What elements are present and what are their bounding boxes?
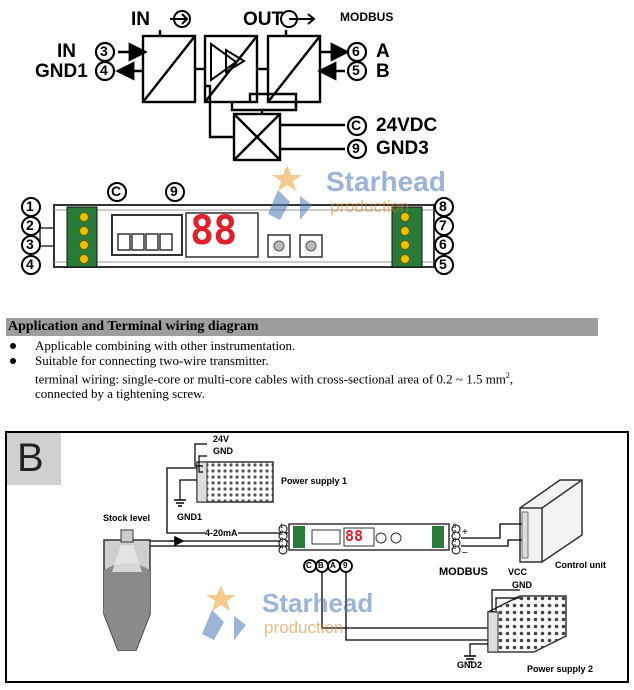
terminal-num-5: 5	[352, 62, 360, 78]
mini-display: 88	[345, 527, 364, 545]
mini-term-c: C	[306, 561, 312, 570]
in-terminal-label: IN	[57, 41, 76, 62]
section-title: Application and Terminal wiring diagram	[8, 319, 259, 334]
out-symbol-icon	[280, 10, 316, 28]
device-num-6: 6	[439, 236, 447, 252]
signal-label: 4-20mA	[205, 528, 238, 538]
bullet-text: Applicable combining with other instrume…	[35, 338, 296, 353]
24vdc-label: 24VDC	[376, 115, 438, 136]
wiring-superscript: 2	[505, 371, 510, 380]
ps2-gnd-label: GND	[512, 580, 532, 590]
bullet-item: Suitable for connecting two-wire transmi…	[8, 353, 608, 368]
device-num-5: 5	[439, 256, 447, 272]
plus-sign: +	[462, 527, 468, 538]
terminal-num-9: 9	[352, 140, 360, 156]
device-mini-number-circles	[278, 524, 461, 555]
wiring-note-2: connected by a tightening screw.	[35, 386, 205, 402]
control-unit-label: Control unit	[555, 560, 606, 570]
mini-num-7: 7	[453, 531, 457, 537]
watermark-sub-bottom: production	[264, 618, 344, 637]
mini-term-a: A	[330, 561, 336, 570]
out-heading: OUT	[243, 9, 284, 30]
device-mini	[288, 523, 450, 551]
wiring-text: terminal wiring: single-core or multi-co…	[35, 371, 506, 387]
block-diagram	[115, 30, 350, 162]
device-num-c: C	[111, 183, 122, 199]
minus-sign: −	[462, 548, 468, 559]
vcc-label: VCC	[508, 567, 528, 577]
ps1-label: Power supply 1	[281, 476, 348, 486]
badge-b: B	[17, 436, 44, 480]
wiring-comma: ,	[509, 371, 514, 387]
terminal-num-4: 4	[100, 62, 108, 78]
device-front-view	[39, 204, 435, 268]
watermark-sub-top: production	[330, 197, 410, 216]
bullet-item: Applicable combining with other instrume…	[8, 338, 608, 353]
bullet-text: Suitable for connecting two-wire transmi…	[35, 353, 269, 368]
b-terminal-label: B	[376, 61, 390, 82]
mini-num-3: 3	[280, 538, 284, 544]
power-supply-2	[464, 589, 567, 663]
ps1-gnd: GND	[213, 446, 233, 456]
device-num-2: 2	[26, 217, 34, 233]
modbus-label: MODBUS	[439, 566, 488, 578]
terminal-num-6: 6	[352, 43, 360, 59]
device-num-1: 1	[26, 198, 34, 214]
section-title-bar	[6, 318, 598, 336]
device-num-4: 4	[26, 256, 34, 272]
watermark-brand-bottom: Starhead	[262, 588, 374, 618]
power-supply-1	[174, 443, 274, 507]
gnd2-label: GND2	[457, 660, 483, 670]
device-num-3: 3	[26, 236, 34, 252]
wiring-note: terminal wiring: single-core or multi-co…	[8, 368, 608, 386]
mini-num-4: 4	[280, 545, 284, 551]
device-num-9: 9	[170, 183, 178, 199]
section-bullets: Applicable combining with other instrume…	[8, 338, 608, 401]
a-terminal-label: A	[376, 41, 390, 62]
gnd1-label: GND1	[177, 512, 203, 522]
badge-b-background	[7, 433, 61, 485]
watermark-logo-top	[268, 165, 312, 220]
top-terminal-circles	[94, 41, 368, 160]
device-num-8: 8	[439, 198, 447, 214]
in-symbol-icon	[170, 10, 191, 28]
gnd3-label: GND3	[376, 138, 429, 159]
ps1-voltage: 24V	[213, 434, 230, 444]
mini-num-2: 2	[280, 531, 284, 537]
mini-num-6: 6	[453, 538, 457, 544]
in-heading: IN	[131, 9, 150, 30]
mini-term-b: B	[318, 561, 324, 570]
mini-num-1: 1	[280, 524, 284, 530]
mini-num-5: 5	[453, 545, 457, 551]
stock-level-label: Stock level	[103, 513, 151, 523]
mini-num-8: 8	[453, 524, 457, 530]
terminal-num-c: C	[351, 117, 362, 133]
watermark-logo-bottom	[202, 585, 246, 640]
bullet-icon	[10, 343, 16, 349]
device-num-7: 7	[439, 217, 447, 233]
silo-tank	[103, 529, 151, 651]
watermark-brand-top: Starhead	[326, 166, 446, 197]
bullet-icon	[10, 358, 16, 364]
device-number-circles	[21, 182, 454, 275]
terminal-num-3: 3	[100, 43, 108, 59]
mini-term-9: 9	[343, 561, 348, 570]
ps2-label: Power supply 2	[527, 664, 594, 674]
modbus-heading: MODBUS	[340, 10, 394, 24]
display-digits: 88	[190, 208, 237, 254]
gnd1-terminal-label: GND1	[35, 61, 88, 82]
control-unit	[519, 479, 583, 563]
